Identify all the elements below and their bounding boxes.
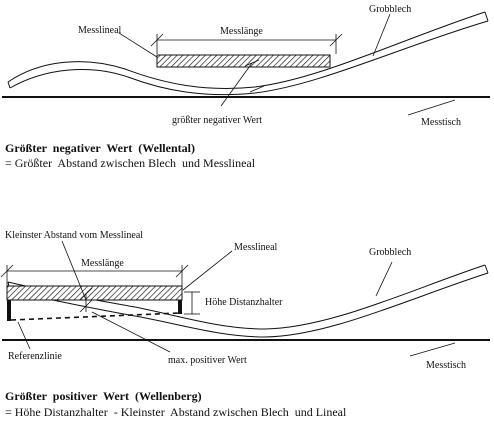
- hoehe-distanzhalter-dimension: [184, 291, 200, 315]
- messlaenge-dimension-bottom: [0, 264, 189, 286]
- distanzhalter-right: [178, 292, 182, 314]
- label-messlaenge-bottom: Messlänge: [81, 258, 124, 269]
- distanzhalter-left: [7, 300, 11, 321]
- bottom-diagram: Kleinster Abstand vom Messlineal Messlin…: [0, 230, 490, 371]
- caption-top-title: Größter negativer Wert (Wellental): [5, 141, 195, 155]
- grobblech-plate-top: [7, 11, 489, 96]
- label-referenzlinie: Referenzlinie: [8, 351, 62, 362]
- messlineal-bar-bottom: [6, 285, 183, 301]
- label-messtisch-bottom: Messtisch: [426, 360, 466, 371]
- referenzlinie-line: [10, 312, 181, 321]
- caption-bottom-title: Größter positiver Wert (Wellenberg): [5, 389, 202, 403]
- label-grobblech-bottom: Grobblech: [369, 247, 411, 258]
- caption-top-text: = Größter Abstand zwischen Blech und Mes…: [5, 156, 256, 170]
- label-messlineal-top: Messlineal: [78, 25, 122, 36]
- leader-lines-top: [118, 13, 456, 116]
- messlineal-bar-top: [156, 54, 331, 68]
- kleinster-abstand-marker: [79, 287, 93, 313]
- label-max-positiver-wert: max. positiver Wert: [168, 355, 247, 366]
- label-messlineal-bottom: Messlineal: [234, 242, 278, 253]
- label-grobblech-top: Grobblech: [369, 4, 411, 15]
- label-hoehe-distanzhalter: Höhe Distanzhalter: [205, 297, 283, 308]
- caption-bottom-text: = Höhe Distanzhalter - Kleinster Abstand…: [5, 405, 347, 419]
- top-diagram: Messlineal Messlänge Grobblech Messtisch…: [2, 4, 490, 128]
- label-messtisch-top: Messtisch: [421, 117, 461, 128]
- label-groesster-negativer-wert: größter negativer Wert: [172, 115, 262, 126]
- label-messlaenge-top: Messlänge: [220, 26, 263, 37]
- label-kleinster-abstand: Kleinster Abstand vom Messlineal: [5, 230, 143, 241]
- leader-lines-bottom: [17, 240, 456, 357]
- messlaenge-dimension-top: [150, 33, 343, 54]
